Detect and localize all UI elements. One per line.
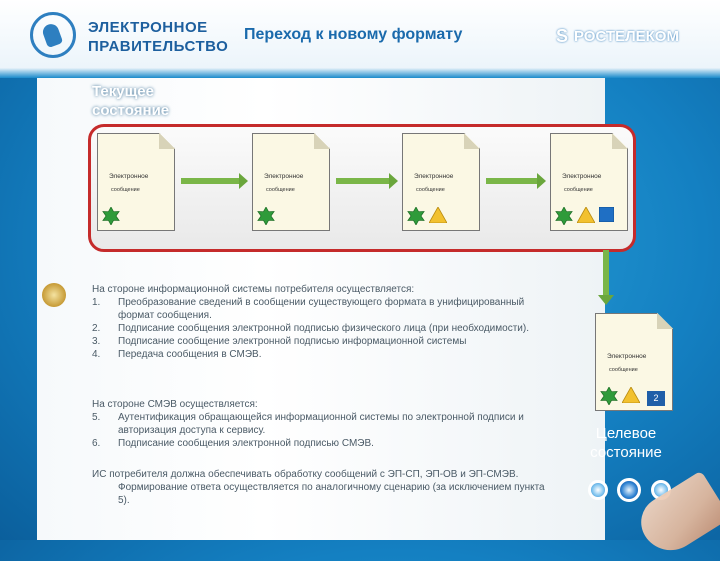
document-label: Электронное xyxy=(264,173,304,180)
green-star-icon xyxy=(407,206,425,230)
document-fold-icon xyxy=(657,313,673,329)
list-item: 1.Преобразование сведений в сообщении су… xyxy=(92,297,525,321)
section-current-state: Текущее состояние xyxy=(92,83,170,119)
document-fold-icon xyxy=(612,133,628,149)
document-fold-icon xyxy=(464,133,480,149)
e-government-logo-text: ЭЛЕКТРОННОЕ ПРАВИТЕЛЬСТВО xyxy=(88,19,229,55)
nav-dot-current[interactable] xyxy=(617,478,641,502)
list-item: 2.Подписание сообщения электронной подпи… xyxy=(92,323,529,334)
flow-arrow-icon xyxy=(181,173,248,189)
nav-dot-prev[interactable] xyxy=(588,480,608,500)
rostelecom-logo-text: РОСТЕЛЕКОМ xyxy=(574,28,679,45)
yellow-triangle-icon xyxy=(576,206,596,228)
pointing-hand-icon xyxy=(631,470,720,561)
green-star-icon xyxy=(600,386,618,410)
step-badge: 2 xyxy=(647,391,665,406)
list-item: 5.Аутентификация обращающейся информацио… xyxy=(92,412,524,436)
yellow-triangle-icon xyxy=(428,206,448,228)
document-label: Электронное xyxy=(414,173,454,180)
list-item: 4.Передача сообщения в СМЭВ. xyxy=(92,349,262,360)
flow-arrow-icon xyxy=(486,173,546,189)
section-target-state: Целевое состояние xyxy=(590,425,662,461)
header-band xyxy=(0,0,720,78)
e-government-logo-icon xyxy=(30,12,76,58)
document-sublabel: сообщение xyxy=(416,187,445,193)
document-label: Электронное xyxy=(109,173,149,180)
document-sublabel: сообщение xyxy=(609,367,638,373)
down-arrow-icon xyxy=(598,250,614,305)
coat-of-arms-icon xyxy=(42,283,66,307)
consumer-intro: На стороне информационной системы потреб… xyxy=(92,284,415,295)
flow-arrow-icon xyxy=(336,173,398,189)
slide-title: Переход к новому формату xyxy=(244,26,463,43)
green-star-icon xyxy=(555,206,573,230)
list-item: 3.Подписание сообщение электронной подпи… xyxy=(92,336,467,347)
smev-steps: На стороне СМЭВ осуществляется: 5.Аутент… xyxy=(92,398,550,450)
document-sublabel: сообщение xyxy=(266,187,295,193)
document-sublabel: сообщение xyxy=(111,187,140,193)
document-sublabel: сообщение xyxy=(564,187,593,193)
green-star-icon xyxy=(257,206,275,230)
consumer-steps: На стороне информационной системы потреб… xyxy=(92,283,550,361)
document-label: Электронное xyxy=(607,353,647,360)
document-label: Электронное xyxy=(562,173,602,180)
document-fold-icon xyxy=(314,133,330,149)
footer-note: ИС потребителя должна обеспечивать обраб… xyxy=(92,469,545,506)
document-fold-icon xyxy=(159,133,175,149)
yellow-triangle-icon xyxy=(621,386,641,408)
green-star-icon xyxy=(102,206,120,230)
smev-intro: На стороне СМЭВ осуществляется: xyxy=(92,399,258,410)
rostelecom-logo-icon: S xyxy=(556,26,569,46)
list-item: 6.Подписание сообщения электронной подпи… xyxy=(92,438,374,449)
blue-square-icon xyxy=(598,206,615,227)
